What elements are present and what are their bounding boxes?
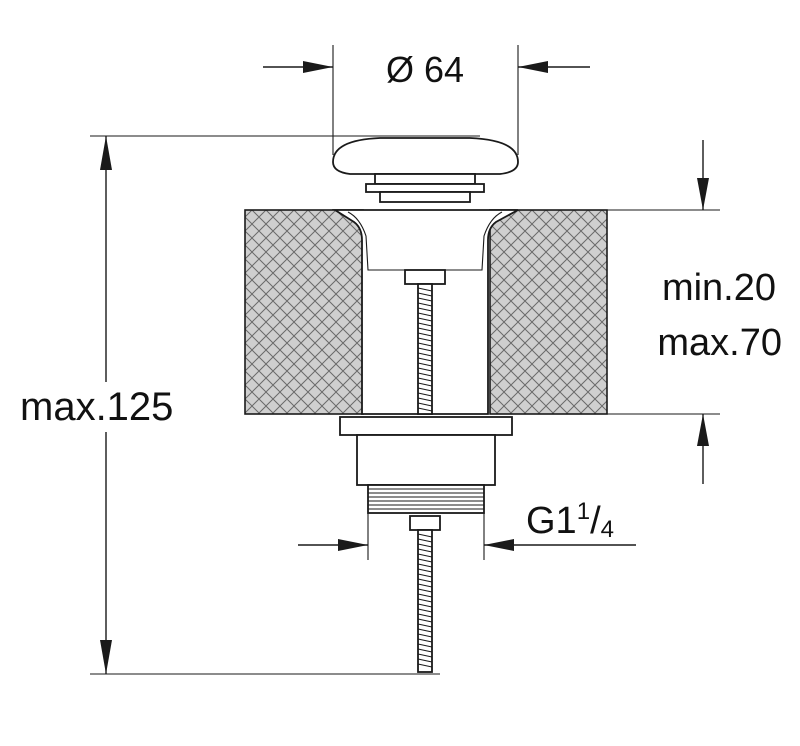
spindle-thread-mark (417, 638, 433, 643)
spindle-thread-mark (417, 287, 433, 292)
spindle-thread-mark (417, 553, 433, 558)
spindle-thread-mark (417, 618, 433, 623)
spindle-thread-mark (417, 598, 433, 603)
arrow-height-bottom (100, 640, 112, 674)
spindle-thread-mark (417, 623, 433, 628)
waste-thread (367, 484, 485, 514)
thread-label-main: G1 (526, 500, 577, 542)
thread-label-denominator: 4 (601, 516, 614, 543)
thread-label-numerator: 1 (577, 498, 590, 525)
worktop-section-left (244, 209, 364, 415)
min-thickness-label: min.20 (662, 267, 776, 309)
arrow-diameter-left (303, 61, 333, 73)
spindle-thread-mark (417, 573, 433, 578)
arrow-thread-right (484, 539, 514, 551)
diameter-label: Ø 64 (386, 49, 464, 90)
spindle-thread-mark (417, 563, 433, 568)
spindle-guide-upper (404, 269, 446, 285)
spindle-thread-mark (417, 297, 433, 302)
spindle-thread-mark (417, 663, 433, 668)
spindle-thread-mark (417, 352, 433, 357)
thread-label: G11/4 (526, 498, 614, 543)
spindle-thread-mark (417, 648, 433, 653)
plug-cap (332, 137, 519, 175)
arrow-thickness-top (697, 178, 709, 210)
waste-flange (339, 416, 513, 436)
spindle-thread-mark (417, 613, 433, 618)
spindle-thread-mark (417, 357, 433, 362)
spindle-thread-mark (417, 633, 433, 638)
spindle-thread-mark (417, 603, 433, 608)
spindle-thread-mark (417, 307, 433, 312)
max-thickness-label: max.70 (657, 322, 782, 364)
spindle-thread-mark (417, 628, 433, 633)
waste-body-lower (356, 434, 496, 486)
spindle-thread-mark (417, 397, 433, 402)
plug-cap-neck (374, 173, 476, 185)
arrow-thread-left (338, 539, 368, 551)
max-height-label-bg (20, 382, 210, 432)
spindle-thread-mark (417, 317, 433, 322)
max-height-label: max.125 (20, 385, 173, 429)
spindle-thread-mark (417, 342, 433, 347)
spindle-thread-mark (417, 533, 433, 538)
spindle-thread-mark (417, 362, 433, 367)
spindle-thread-mark (417, 327, 433, 332)
spindle-thread-mark (417, 322, 433, 327)
spindle-thread-mark (417, 653, 433, 658)
spindle-thread-mark (417, 583, 433, 588)
spindle-thread-mark (417, 578, 433, 583)
spindle-thread-mark (417, 568, 433, 573)
spindle-thread-mark (417, 588, 433, 593)
spindle-thread-mark (417, 543, 433, 548)
spindle-guide-lower (409, 515, 441, 531)
spindle-thread-mark (417, 292, 433, 297)
plug-seal-lower (379, 191, 471, 203)
thread-label-slash: / (590, 500, 601, 542)
arrow-height-top (100, 136, 112, 170)
plug-seal-ring (365, 183, 485, 193)
spindle-thread-mark (417, 658, 433, 663)
spindle-thread-mark (417, 392, 433, 397)
spindle-thread-mark (417, 347, 433, 352)
spindle-thread-mark (417, 558, 433, 563)
arrow-thickness-bottom (697, 414, 709, 446)
spindle-thread-mark (417, 332, 433, 337)
spindle-thread-mark (417, 402, 433, 407)
spindle-thread-mark (417, 407, 433, 412)
spindle-thread-mark (417, 382, 433, 387)
spindle-thread-mark (417, 302, 433, 307)
spindle-thread-mark (417, 548, 433, 553)
arrow-diameter-right (518, 61, 548, 73)
spindle-thread-mark (417, 387, 433, 392)
spindle-thread-mark (417, 593, 433, 598)
spindle-thread-mark (417, 372, 433, 377)
spindle-thread-mark (417, 312, 433, 317)
spindle-thread-mark (417, 377, 433, 382)
spindle-thread-mark (417, 538, 433, 543)
worktop-section-right (489, 209, 608, 415)
spindle-thread-mark (417, 337, 433, 342)
spindle-thread-mark (417, 367, 433, 372)
spindle-thread-mark (417, 643, 433, 648)
spindle-thread-marks (417, 287, 433, 668)
spindle-thread-mark (417, 608, 433, 613)
thread-lines (368, 488, 484, 510)
